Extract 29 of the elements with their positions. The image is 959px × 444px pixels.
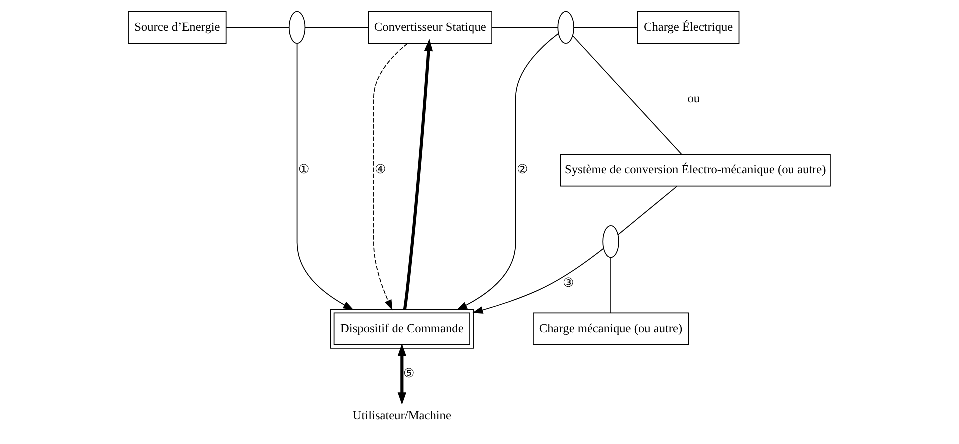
connector [618,186,678,236]
node-box: Source d’Energie [128,11,227,44]
connector [572,36,682,155]
node-ellipse [558,11,574,44]
node-ellipse [602,226,620,258]
edge-label: ② [516,162,528,177]
connector [226,27,290,28]
edge-label: ④ [375,162,386,177]
edge-label: ③ [562,276,574,290]
arrow [472,248,604,314]
edge-label: ⑤ [403,366,414,381]
node-box: Charge Électrique [637,11,740,44]
arrow [296,43,354,310]
arrow [403,38,434,310]
node-box: Système de conversion Électro-mécanique (ou autre) [560,154,831,187]
node-box: Convertisseur Statique [368,11,492,44]
arrow [374,43,408,311]
connector [492,27,558,28]
arrow [456,33,560,310]
connector [574,27,638,28]
node-box: Dispositif de Commande [330,309,474,349]
arrow [398,344,406,405]
label: ou [688,91,700,106]
connector [304,27,370,28]
node-box: Charge mécanique (ou autre) [533,312,690,346]
node-ellipse [288,11,306,44]
connector [610,258,612,314]
node-text: Utilisateur/Machine [352,408,452,423]
edge-label: ① [298,162,310,177]
